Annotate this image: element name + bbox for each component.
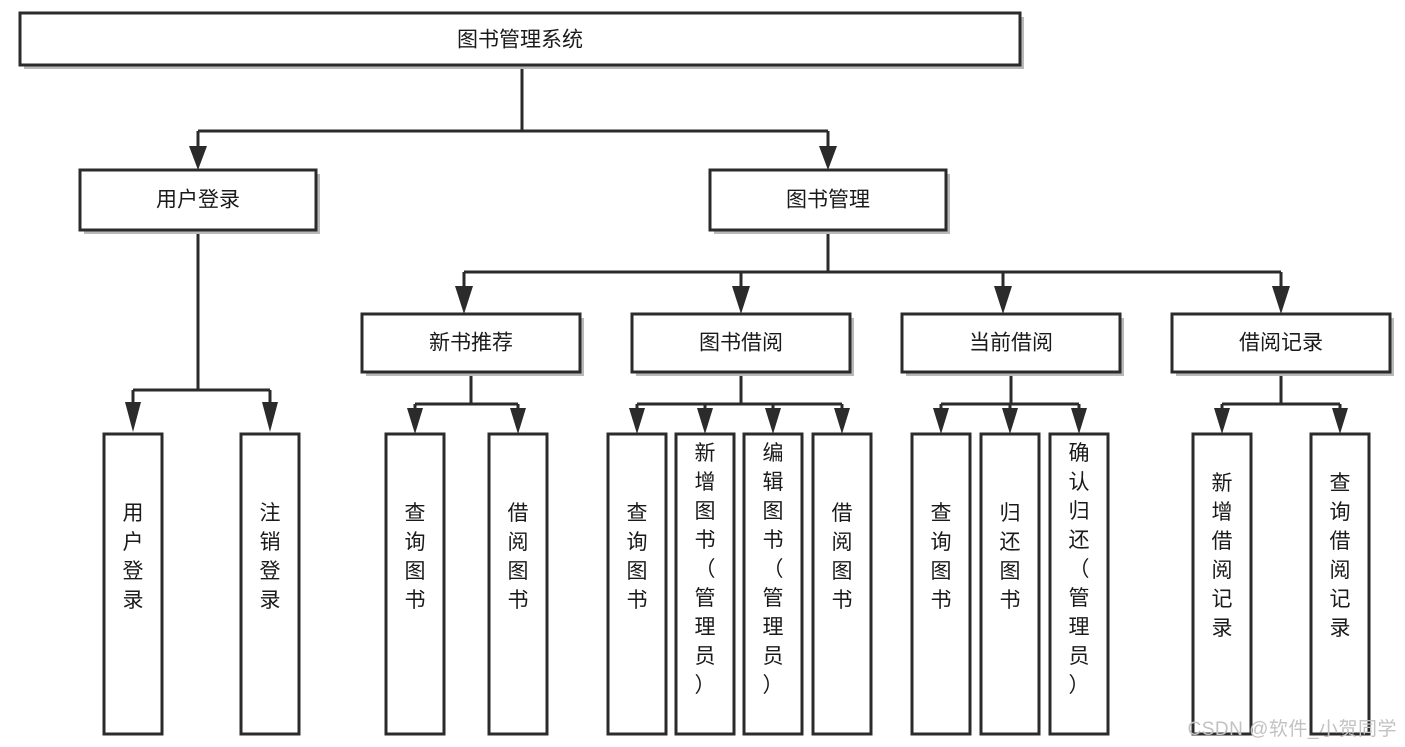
node-book-borrow[interactable]: 图书借阅 <box>630 312 854 376</box>
leaf-user-login-label: 用户登录 <box>123 502 144 612</box>
leaf-user-logout-box <box>239 432 301 736</box>
node-leaf-edit-book[interactable]: 编辑图书（管理员） <box>742 432 804 736</box>
arrowhead-book-borrow <box>732 286 750 314</box>
leaf-add-book-label: 新增图书（管理员） <box>695 442 716 697</box>
node-leaf-confirm-return[interactable]: 确认归还（管理员） <box>1048 432 1110 736</box>
leaf-confirm-return-box <box>1048 432 1110 736</box>
node-leaf-add-record[interactable]: 新增借阅记录 <box>1191 432 1253 736</box>
arrowhead-userlogin <box>189 146 207 170</box>
arrowhead-leaf-query-book-3 <box>933 408 949 434</box>
leaf-query-book-1-box <box>384 432 446 736</box>
leaf-edit-book-label: 编辑图书（管理员） <box>763 442 784 697</box>
node-root[interactable]: 图书管理系统 <box>18 11 1024 69</box>
leaf-query-record-label: 查询借阅记录 <box>1330 472 1351 640</box>
arrowhead-new-book-rec <box>455 286 473 314</box>
node-book-manage[interactable]: 图书管理 <box>708 168 950 234</box>
arrowhead-borrow-record <box>1272 286 1290 314</box>
leaf-edit-book-box <box>742 432 804 736</box>
node-leaf-borrow-book-2[interactable]: 借阅图书 <box>811 432 873 736</box>
book-manage-label: 图书管理 <box>786 189 870 212</box>
leaf-return-book-label: 归还图书 <box>1000 502 1021 612</box>
arrowhead-leaf-confirm-return <box>1071 408 1087 434</box>
book-manage-box <box>708 168 948 232</box>
node-leaf-borrow-book-1[interactable]: 借阅图书 <box>487 432 549 736</box>
arrowhead-leaf-borrow-book-2 <box>834 408 850 434</box>
book-borrow-box <box>630 312 852 374</box>
node-leaf-query-record[interactable]: 查询借阅记录 <box>1309 432 1371 736</box>
arrowhead-leaf-edit-book <box>765 408 781 434</box>
arrowhead-leaf-add-book <box>697 408 713 434</box>
connector-layer <box>125 67 1348 434</box>
leaf-borrow-book-1-label: 借阅图书 <box>508 502 529 612</box>
node-user-login[interactable]: 用户登录 <box>78 168 320 234</box>
csdn-watermark: CSDN @软件_小贺同学 <box>1187 719 1397 740</box>
arrowhead-bookmanage <box>819 146 837 170</box>
arrowhead-leaf-query-record <box>1332 408 1348 434</box>
user-login-box <box>78 168 318 232</box>
node-leaf-return-book[interactable]: 归还图书 <box>979 432 1041 736</box>
leaf-query-book-2-label: 查询图书 <box>627 502 648 612</box>
arrowhead-leaf-add-record <box>1214 408 1230 434</box>
arrowhead-leaf-user-logout <box>262 402 278 432</box>
node-leaf-add-book[interactable]: 新增图书（管理员） <box>674 432 736 736</box>
borrow-record-box <box>1170 312 1392 374</box>
arrowhead-leaf-return-book <box>1002 408 1018 434</box>
node-current-borrow[interactable]: 当前借阅 <box>900 312 1124 376</box>
leaf-add-record-box <box>1191 432 1253 736</box>
book-borrow-label: 图书借阅 <box>699 332 783 355</box>
node-leaf-query-book-3[interactable]: 查询图书 <box>910 432 972 736</box>
leaf-add-book-box <box>674 432 736 736</box>
root-box <box>18 11 1022 67</box>
new-book-rec-box <box>360 312 582 374</box>
leaf-borrow-book-1-box <box>487 432 549 736</box>
new-book-rec-label: 新书推荐 <box>429 332 513 355</box>
current-borrow-label: 当前借阅 <box>969 332 1053 355</box>
node-leaf-query-book-1[interactable]: 查询图书 <box>384 432 446 736</box>
node-new-book-rec[interactable]: 新书推荐 <box>360 312 584 376</box>
arrowhead-current-borrow <box>994 286 1012 314</box>
leaf-query-record-box <box>1309 432 1371 736</box>
leaf-query-book-2-box <box>606 432 668 736</box>
node-leaf-user-logout[interactable]: 注销登录 <box>239 432 301 736</box>
node-borrow-record[interactable]: 借阅记录 <box>1170 312 1394 376</box>
node-leaf-user-login[interactable]: 用户登录 <box>102 432 164 736</box>
current-borrow-box <box>900 312 1122 374</box>
arrowhead-leaf-query-book-1 <box>407 408 423 434</box>
leaf-user-logout-label: 注销登录 <box>260 502 281 612</box>
node-leaf-query-book-2[interactable]: 查询图书 <box>606 432 668 736</box>
leaf-add-record-label: 新增借阅记录 <box>1212 472 1233 640</box>
leaf-query-book-3-box <box>910 432 972 736</box>
root-label: 图书管理系统 <box>457 29 583 52</box>
user-login-label: 用户登录 <box>156 189 240 212</box>
leaf-confirm-return-label: 确认归还（管理员） <box>1069 442 1090 697</box>
arrowhead-leaf-user-login <box>125 402 141 432</box>
leaf-borrow-book-2-box <box>811 432 873 736</box>
leaf-return-book-box <box>979 432 1041 736</box>
leaf-query-book-3-label: 查询图书 <box>931 502 952 612</box>
arrowhead-leaf-query-book-2 <box>629 408 645 434</box>
borrow-record-label: 借阅记录 <box>1239 332 1323 355</box>
leaf-user-login-box <box>102 432 164 736</box>
leaf-query-book-1-label: 查询图书 <box>405 502 426 612</box>
arrowhead-leaf-borrow-book-1 <box>510 408 526 434</box>
leaf-borrow-book-2-label: 借阅图书 <box>832 502 853 612</box>
